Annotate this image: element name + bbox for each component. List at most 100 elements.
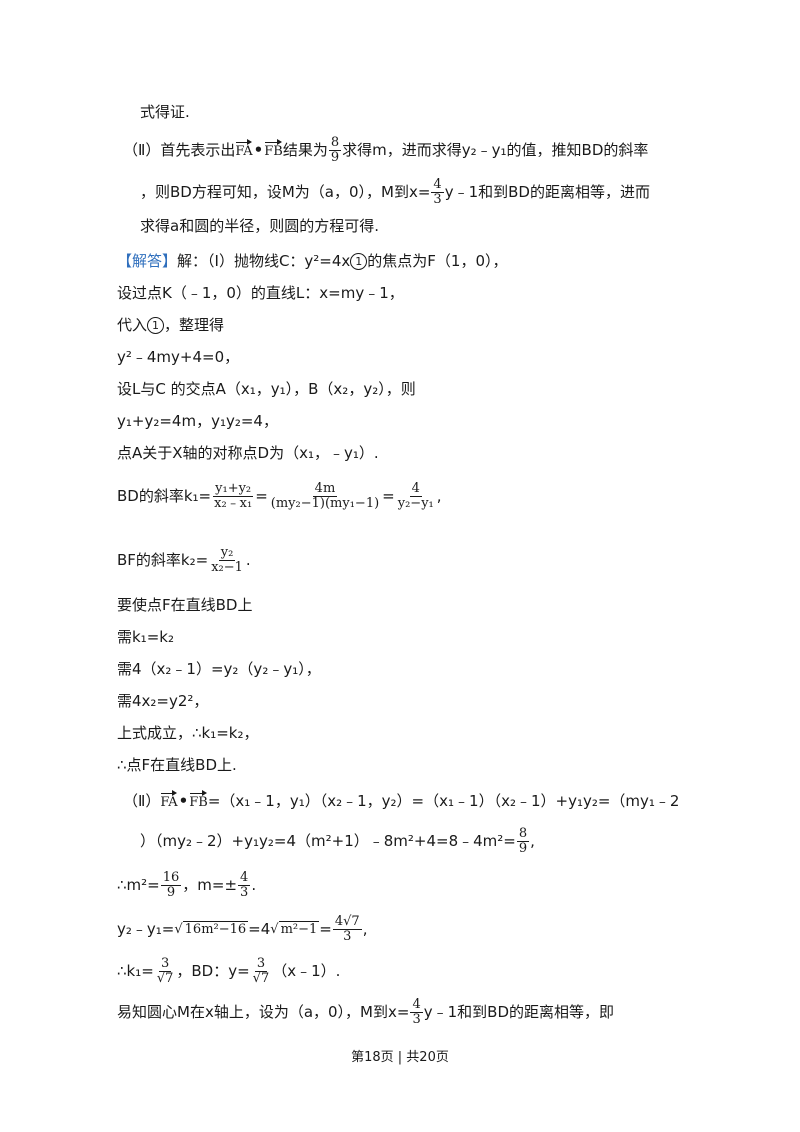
text: 需4（x₂﹣1）=y₂（y₂﹣y₁），	[117, 660, 321, 678]
vector-fb: FB	[189, 790, 208, 810]
text: 需4x₂=y2²，	[117, 692, 209, 710]
text: BD的斜率k₁=	[117, 487, 212, 505]
numerator: 4m	[312, 481, 338, 497]
vector-fb: FB	[264, 139, 283, 159]
text-line: y²﹣4my+4=0，	[117, 346, 239, 368]
text: y﹣1和到BD的距离相等，即	[423, 1003, 614, 1021]
numerator: 8	[328, 135, 342, 151]
text-line: 需4（x₂﹣1）=y₂（y₂﹣y₁），	[117, 658, 321, 680]
text: .	[251, 876, 257, 894]
denominator: x₂﹣x₁	[214, 496, 253, 511]
denominator: y₂−y₁	[397, 496, 434, 511]
text: ，整理得	[164, 316, 225, 334]
answer-label: 【解答】	[117, 252, 178, 270]
text-line: 设L与C 的交点A（x₁，y₁），B（x₂，y₂），则	[117, 378, 416, 400]
vector-fa: FA	[160, 790, 178, 810]
circled-number: 1	[350, 253, 368, 270]
text-line: 点A关于X轴的对称点D为（x₁，﹣y₁）.	[117, 442, 379, 464]
numerator: y₁+y₂	[213, 481, 254, 497]
text: .	[245, 551, 251, 569]
dot-operator: •	[178, 792, 189, 810]
text: =	[255, 487, 268, 505]
denominator: √7	[252, 971, 270, 986]
numerator: 4	[409, 481, 422, 497]
denominator: 9	[166, 885, 176, 900]
dot-operator: •	[253, 141, 264, 159]
text: ，BD：y=	[176, 962, 250, 980]
text: ∴m²=	[117, 876, 160, 894]
numerator: 4	[238, 870, 251, 886]
text: 需k₁=k₂	[117, 628, 174, 646]
denominator: 9	[330, 150, 340, 165]
text-line: 式得证.	[140, 101, 190, 123]
numerator: 3	[254, 956, 268, 972]
text-line: ∴k₁=3√7，BD：y=3√7（x﹣1）.	[117, 957, 340, 986]
text: 设L与C 的交点A（x₁，y₁），B（x₂，y₂），则	[117, 380, 416, 398]
text: =（x₁﹣1，y₁）（x₂﹣1，y₂）=（x₁﹣1）（x₂﹣1）+y₁y₂=（m…	[207, 792, 680, 810]
denominator: 3	[412, 1012, 421, 1027]
text: =	[319, 920, 332, 938]
text: y₁+y₂=4m，y₁y₂=4，	[117, 412, 278, 430]
text: BF的斜率k₂=	[117, 551, 209, 569]
text: （Ⅱ）首先表示出	[123, 141, 236, 159]
text: 解：（Ⅰ）抛物线C：y²=4x	[177, 252, 351, 270]
denominator: 9	[518, 841, 528, 856]
numerator: 4	[410, 997, 423, 1013]
text: 要使点F在直线BD上	[117, 596, 253, 614]
text: ∴点F在直线BD上.	[117, 756, 237, 774]
numerator: 3	[158, 956, 172, 972]
text: （Ⅱ）	[123, 792, 161, 810]
text: ，m=±	[182, 876, 238, 894]
text-line: 需4x₂=y2²，	[117, 690, 208, 712]
text: =4	[248, 920, 271, 938]
text: （x﹣1）.	[272, 962, 341, 980]
text: ∴k₁=	[117, 962, 154, 980]
text: y²﹣4my+4=0，	[117, 348, 240, 366]
text-line: ∴点F在直线BD上.	[117, 754, 237, 776]
numerator: 8	[516, 826, 530, 842]
numerator: 4√7	[332, 914, 362, 930]
text: 点A关于X轴的对称点D为（x₁，﹣y₁）.	[117, 444, 379, 462]
text-line: 要使点F在直线BD上	[117, 594, 252, 616]
numerator: 16	[160, 870, 182, 886]
denominator: √7	[156, 971, 174, 986]
square-root: √m²−1	[270, 920, 320, 937]
denominator: 3	[433, 192, 442, 207]
text-line: 设过点K（﹣1，0）的直线L：x=my﹣1，	[117, 282, 404, 304]
page-footer: 第18页 | 共20页	[351, 1050, 449, 1065]
text: ,	[530, 832, 535, 850]
denominator: x₂−1	[211, 560, 243, 575]
vector-fa: FA	[235, 139, 253, 159]
fraction: 3√7	[155, 957, 176, 986]
numerator: 4	[431, 177, 444, 193]
radicand: 16m²−16	[182, 920, 249, 937]
square-root: √16m²−16	[174, 920, 249, 937]
circled-number: 1	[147, 317, 165, 334]
text: 求得m，进而求得y₂﹣y₁的值，推知BD的斜率	[342, 141, 649, 159]
text: ,	[436, 487, 442, 505]
fraction: 4m(my₂−1)(my₁−1)	[269, 482, 381, 511]
text: 上式成立，∴k₁=k₂，	[117, 724, 259, 742]
text-line: y₁+y₂=4m，y₁y₂=4，	[117, 410, 278, 432]
numerator: y₂	[218, 545, 236, 561]
fraction: 3√7	[251, 957, 272, 986]
text-line: 需k₁=k₂	[117, 626, 174, 648]
text: =	[382, 487, 395, 505]
text-line: 上式成立，∴k₁=k₂，	[117, 722, 259, 744]
text: ）（my₂﹣2）+y₁y₂=4（m²+1）﹣8m²+4=8﹣4m²=	[140, 832, 516, 850]
